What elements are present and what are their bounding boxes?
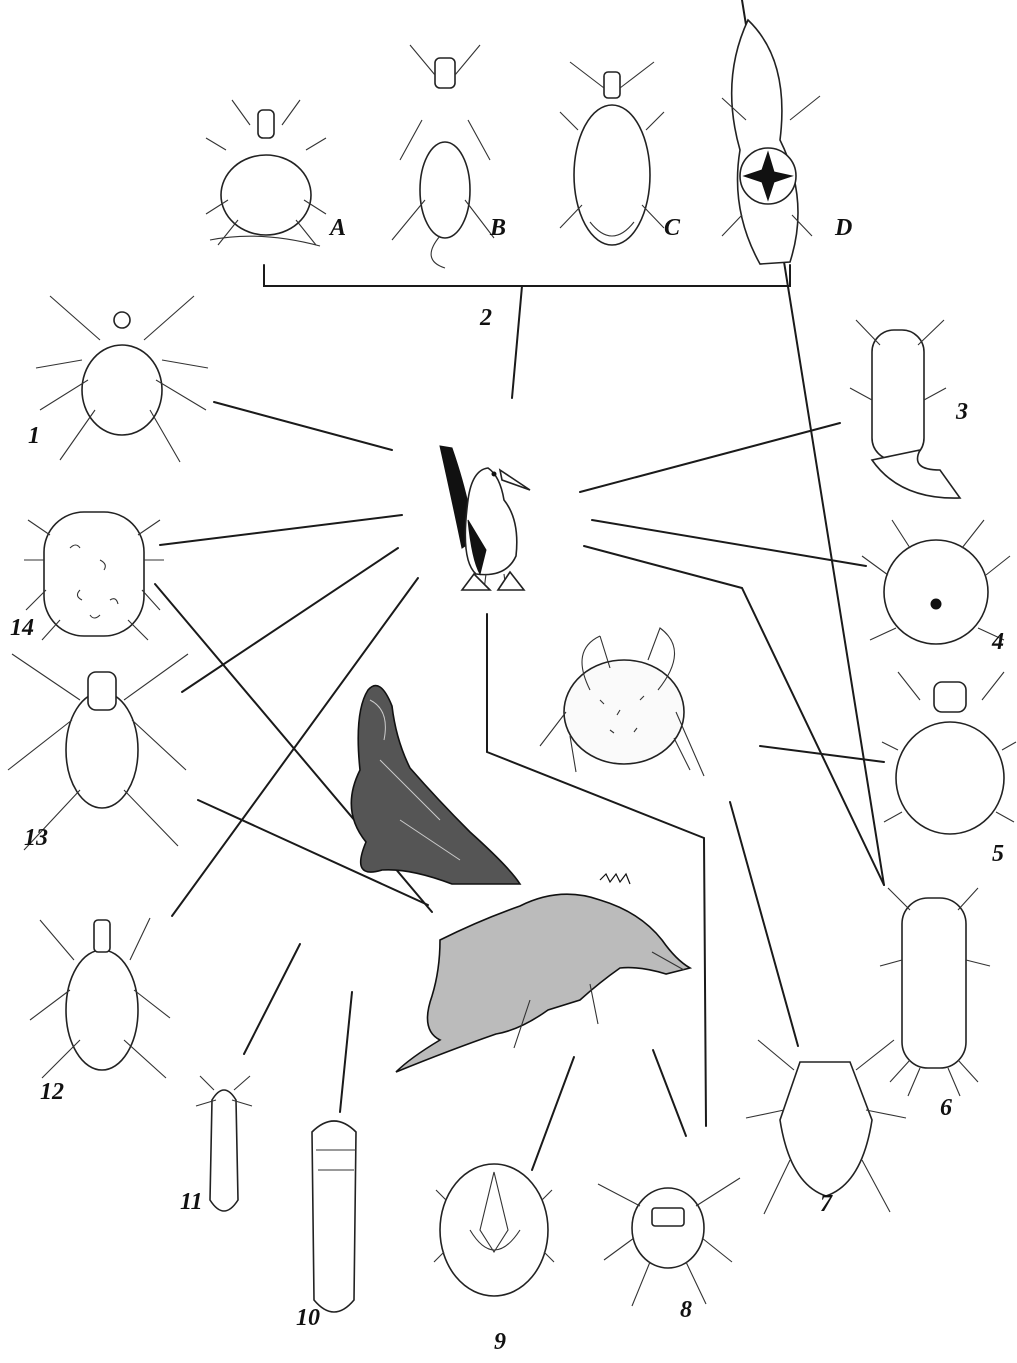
link-9-iguana <box>532 1057 574 1170</box>
link-11-top <box>244 944 300 1054</box>
link-10-top <box>340 992 352 1112</box>
mite-3 <box>850 320 960 498</box>
mite-b <box>392 45 494 268</box>
label-c: C <box>664 216 680 240</box>
mite-9 <box>434 1164 554 1296</box>
link-7-crab <box>730 802 798 1046</box>
mite-14 <box>24 512 164 640</box>
link-13-bird <box>182 548 398 692</box>
label-11: 11 <box>180 1190 203 1214</box>
mite-c <box>560 62 664 245</box>
mite-a <box>206 100 326 246</box>
label-10: 10 <box>296 1306 320 1330</box>
label-12: 12 <box>40 1080 64 1104</box>
label-14: 14 <box>10 616 34 640</box>
mite-4 <box>862 520 1010 644</box>
label-6: 6 <box>940 1096 952 1120</box>
mite-5 <box>882 672 1016 834</box>
label-13: 13 <box>24 826 48 850</box>
label-5: 5 <box>992 842 1004 866</box>
label-8: 8 <box>680 1298 692 1322</box>
mite-11 <box>196 1076 252 1211</box>
marine-iguana <box>396 874 690 1072</box>
label-3: 3 <box>956 400 968 424</box>
mite-1 <box>36 296 208 462</box>
label-2: 2 <box>480 306 492 330</box>
link-14-bird <box>160 515 402 545</box>
mite-10 <box>312 1121 356 1312</box>
link-3-bird <box>580 423 840 492</box>
mite-8 <box>598 1178 740 1306</box>
link-8-iguana <box>653 1050 686 1136</box>
label-7: 7 <box>820 1192 832 1216</box>
mite-7 <box>746 1040 906 1214</box>
sally-lightfoot-crab <box>540 628 704 776</box>
mite-13 <box>8 654 188 850</box>
bracket-line <box>264 265 790 286</box>
label-d: D <box>835 216 852 240</box>
label-9: 9 <box>494 1330 506 1354</box>
link-2-bird <box>512 286 522 398</box>
sea-lion <box>351 686 520 884</box>
mite-12 <box>30 918 170 1078</box>
link-5-crab <box>760 746 884 762</box>
booby-bird <box>440 446 530 590</box>
label-b: B <box>490 216 506 240</box>
link-1-bird <box>214 402 392 450</box>
mite-d <box>722 20 820 264</box>
label-a: A <box>330 216 346 240</box>
mite-6 <box>880 888 990 1096</box>
label-4: 4 <box>992 630 1004 654</box>
label-1: 1 <box>28 424 40 448</box>
